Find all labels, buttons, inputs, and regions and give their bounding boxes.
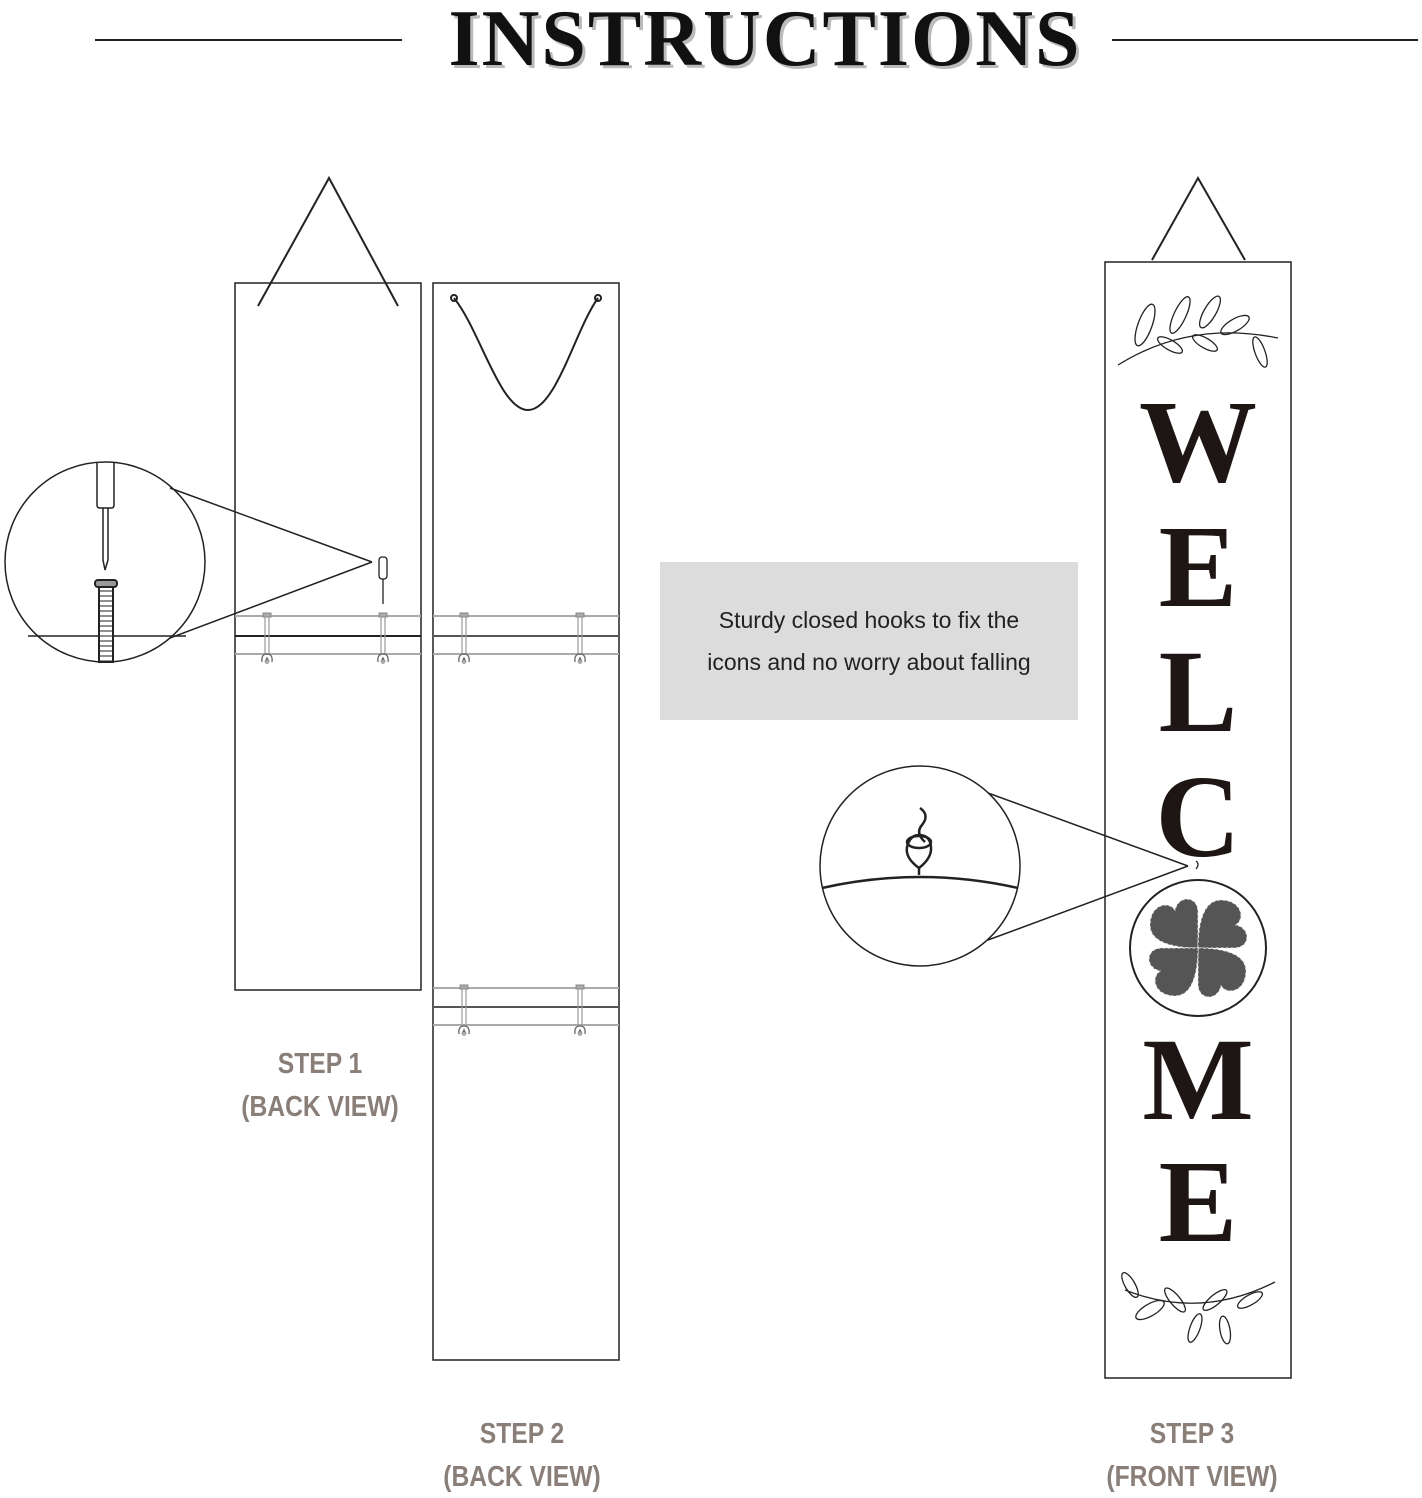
screwdriver-icon — [378, 556, 388, 604]
step-view: (BACK VIEW) — [241, 1091, 399, 1123]
step-number: STEP 3 — [1149, 1418, 1235, 1450]
step2-panel — [432, 282, 620, 1361]
screwdriver-icon — [96, 462, 115, 571]
callout-text-line2: icons and no worry about falling — [707, 649, 1031, 675]
screw-icon — [377, 612, 389, 664]
clover-leaf — [1148, 947, 1199, 997]
sign-letter: C — [1155, 751, 1241, 882]
leaf-branch-icon — [1121, 1271, 1276, 1345]
sign-letter: L — [1158, 626, 1238, 757]
step-view: (FRONT VIEW) — [1106, 1461, 1278, 1493]
step1-panel — [234, 175, 422, 991]
sign-letter: E — [1158, 1136, 1238, 1267]
clover-leaf — [1197, 899, 1248, 949]
screw-icon — [574, 612, 586, 664]
magnifier-step1 — [4, 461, 373, 663]
step2-label: STEP 2 (BACK VIEW) — [395, 1413, 650, 1498]
sign-letter: E — [1158, 501, 1238, 632]
clover-leaf — [1149, 898, 1199, 949]
screw-icon — [458, 984, 470, 1036]
step3-label: STEP 3 (FRONT VIEW) — [1065, 1413, 1320, 1498]
magnifier-step3 — [819, 765, 1189, 967]
callout-text-line1: Sturdy closed hooks to fix the — [718, 607, 1020, 633]
page-title: INSTRUCTIONS — [448, 0, 1082, 83]
four-leaf-clover-icon — [1129, 860, 1267, 1017]
leaf-branch-icon — [1117, 295, 1279, 368]
hanging-rope — [257, 175, 399, 307]
step-view: (BACK VIEW) — [443, 1461, 601, 1493]
hook-callout-box: Sturdy closed hooks to fix the icons and… — [660, 562, 1078, 720]
step1-label: STEP 1 (BACK VIEW) — [193, 1043, 448, 1129]
clover-leaf — [1197, 947, 1247, 998]
step-number: STEP 2 — [479, 1418, 565, 1450]
hanging-rope — [453, 297, 599, 412]
screw-icon — [261, 612, 273, 664]
screw-icon — [574, 984, 586, 1036]
hook-icon — [905, 806, 933, 875]
sign-letter: W — [1139, 376, 1257, 507]
step-number: STEP 1 — [277, 1048, 363, 1080]
screw-icon — [458, 612, 470, 664]
screw-icon — [94, 579, 118, 663]
sign-letter: M — [1142, 1014, 1254, 1145]
hanging-rope — [1151, 175, 1246, 261]
step3-sign — [1104, 175, 1292, 1379]
